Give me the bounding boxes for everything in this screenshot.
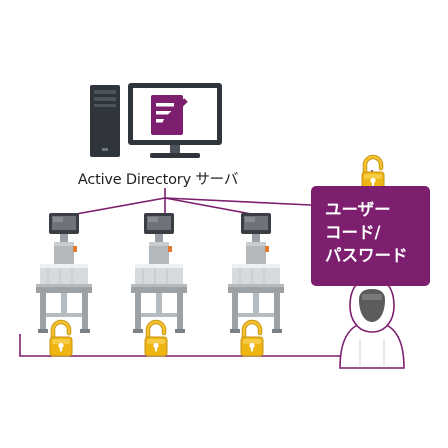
credentials-line-3: パスワード [325, 246, 408, 265]
credentials-line-1: ユーザー [325, 200, 391, 219]
lock-icon-1 [50, 322, 72, 356]
inspection-device-3 [227, 212, 285, 334]
document-edit-icon [151, 95, 188, 135]
lock-icon-2 [145, 322, 167, 356]
lock-icon-3 [241, 322, 263, 356]
credentials-line-2: コード/ [325, 223, 381, 242]
inspection-device-1 [35, 212, 93, 334]
server-label: Active Directory サーバ [77, 172, 239, 188]
credentials-box: ユーザー コード/ パスワード [311, 186, 430, 286]
inspection-device-2 [130, 212, 188, 334]
cleanroom-worker-icon [339, 277, 405, 369]
